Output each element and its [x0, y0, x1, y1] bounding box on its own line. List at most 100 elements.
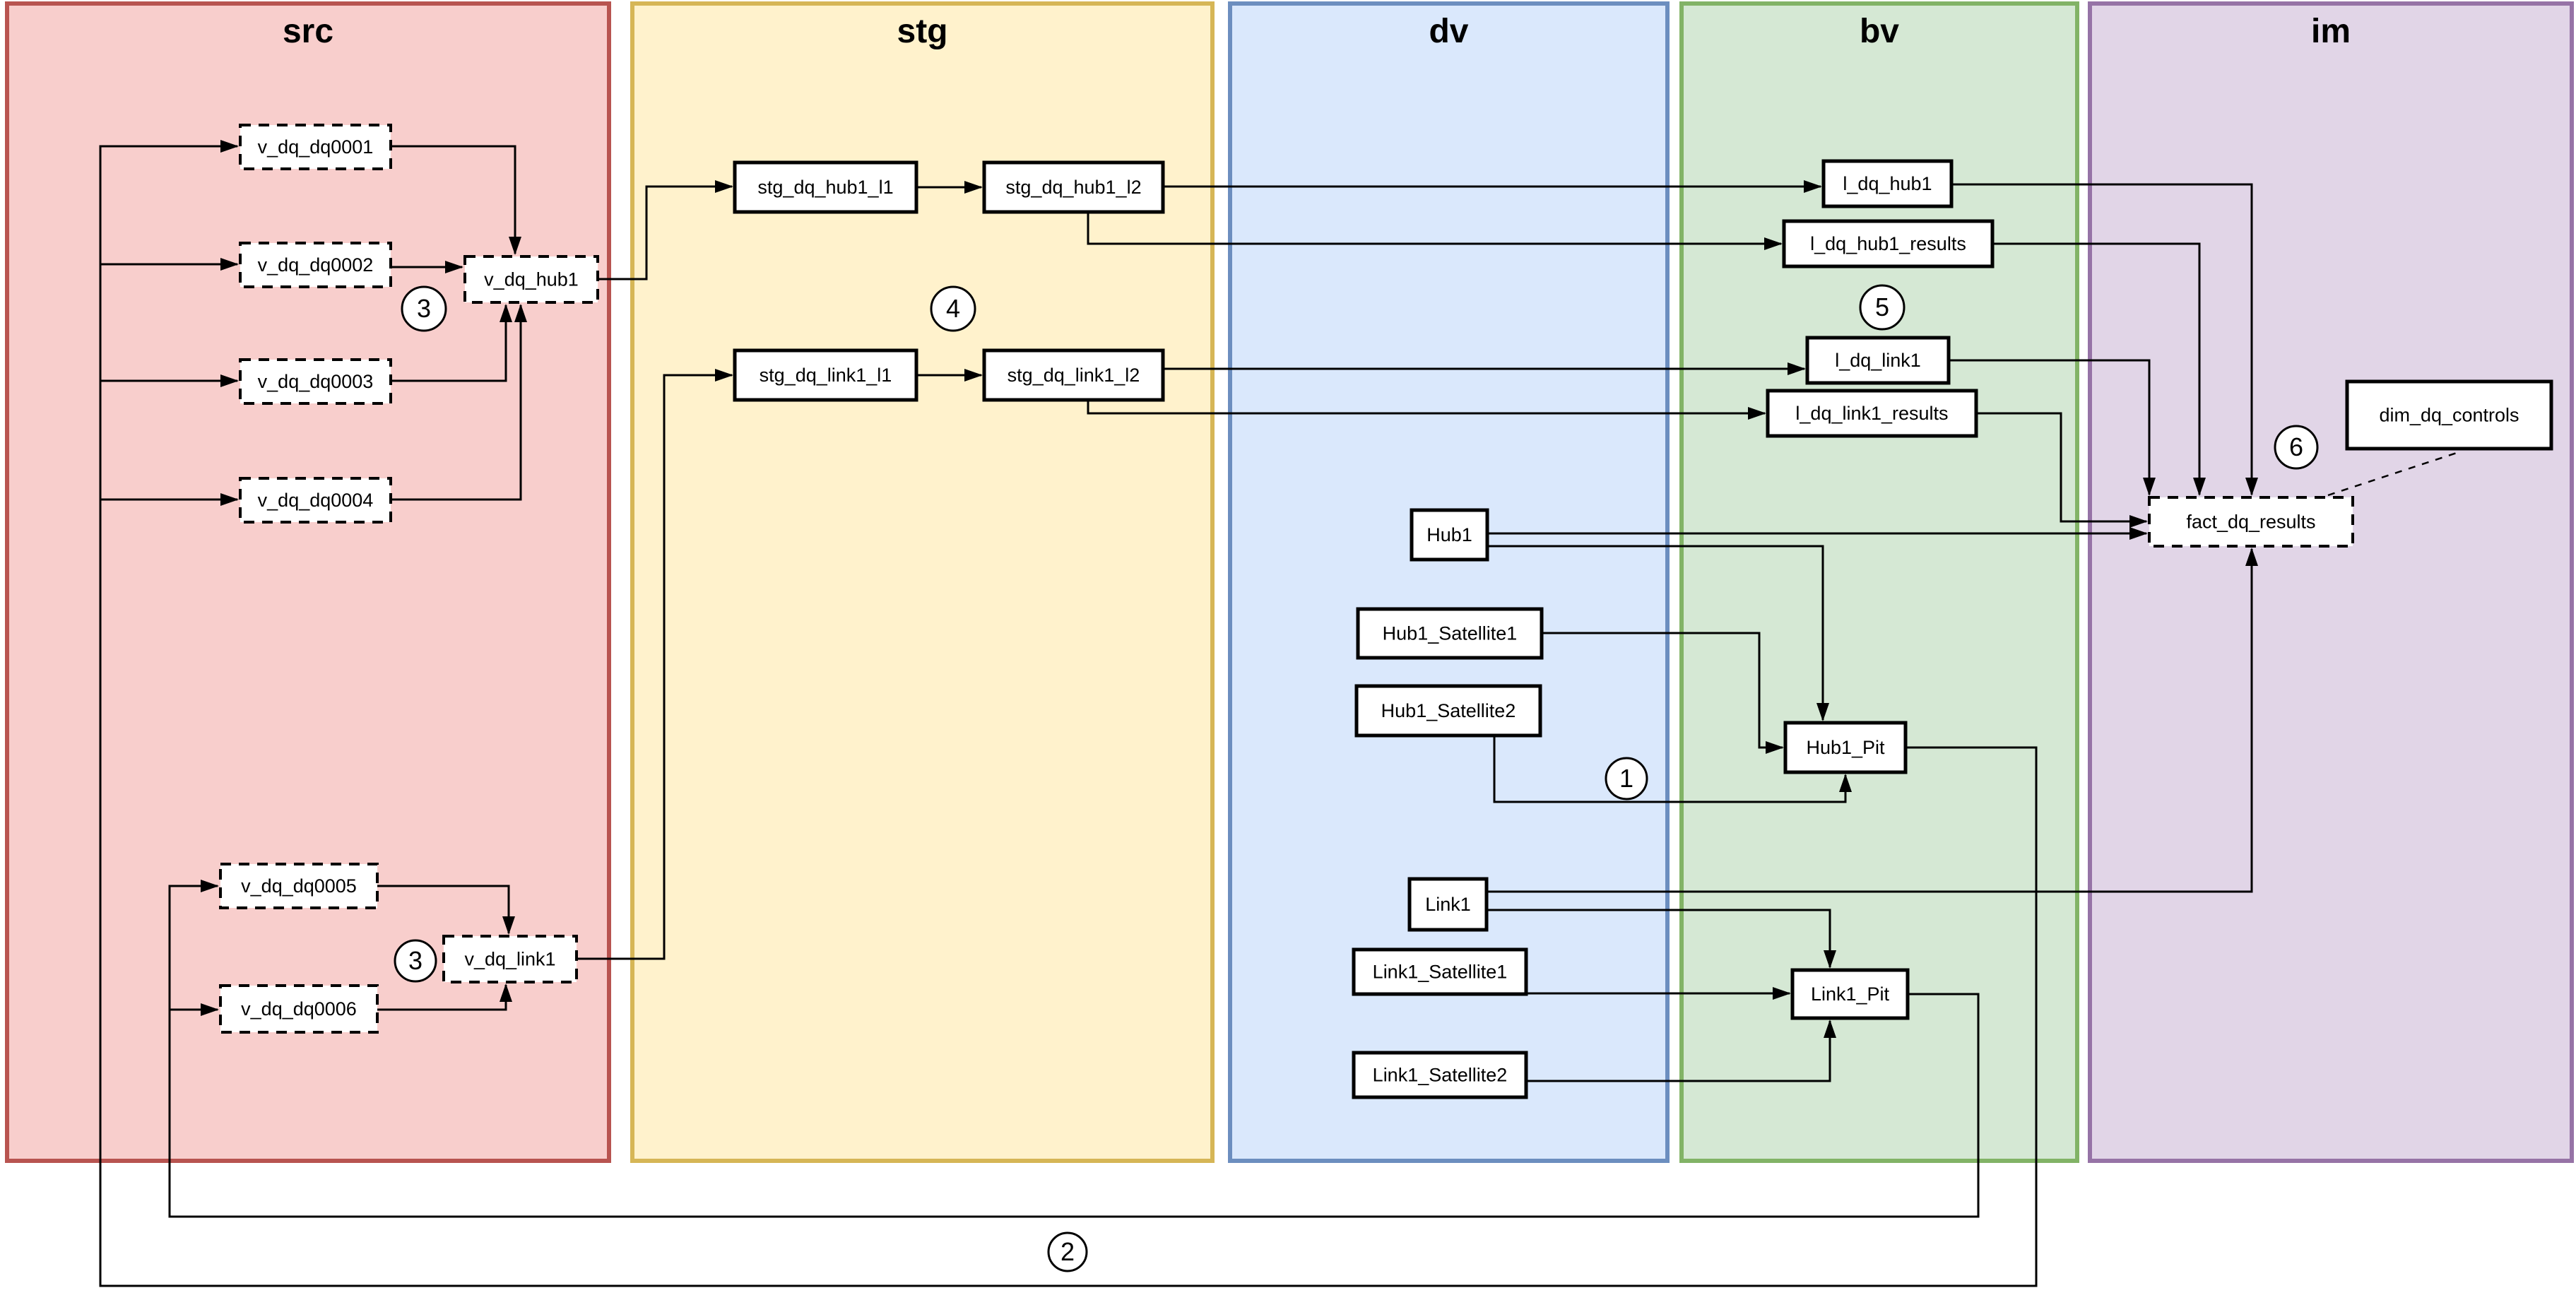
node-stg_dq_hub1_l2[interactable]	[982, 160, 1165, 214]
node-v_dq_dq0006[interactable]	[219, 984, 379, 1034]
node-label-Hub1_Satellite2: Hub1_Satellite2	[1381, 700, 1516, 721]
edge-vdqdq0003-to-vdqhub1-bottom	[391, 304, 512, 382]
edge-stgdqlink1l2-to-ldqlink1results	[1087, 400, 1766, 420]
node-v_dq_link1[interactable]	[442, 935, 578, 983]
edge-dimdqcontrols-to-fact-dashed	[2327, 451, 2459, 497]
badge-number-4: 4	[946, 294, 960, 323]
node-stg_dq_hub1_l1[interactable]	[733, 160, 918, 214]
node-stg_dq_link1_l1[interactable]	[733, 348, 918, 402]
node-label-Hub1_Satellite1: Hub1_Satellite1	[1383, 623, 1518, 644]
node-v_dq_dq0002[interactable]	[239, 242, 392, 288]
edge-stgdqhub1l2-to-ldqhub1results	[1087, 212, 1783, 250]
node-v_dq_dq0003[interactable]	[239, 358, 392, 405]
lane-title-src: src	[283, 13, 333, 50]
node-label-l_dq_hub1_results: l_dq_hub1_results	[1810, 233, 1966, 254]
node-l_dq_link1[interactable]	[1805, 336, 1951, 385]
edge-vdqdq0001-to-vdqhub1-top	[391, 145, 521, 255]
edge-vdqhub1-to-stgdqhub1l1	[598, 180, 733, 280]
node-dim_dq_controls[interactable]	[2345, 379, 2553, 451]
node-Hub1_Satellite2[interactable]	[1354, 684, 1542, 738]
node-Link1[interactable]	[1407, 877, 1489, 932]
badge-number-3: 3	[408, 946, 423, 975]
edge-hub1-to-hub1pit-top	[1487, 545, 1829, 721]
badge-circle-2	[1047, 1231, 1088, 1272]
edge-link1satellite2-to-link1pit-bottom	[1526, 1020, 1836, 1082]
node-l_dq_hub1[interactable]	[1821, 159, 1954, 208]
lane-title-dv: dv	[1429, 13, 1468, 50]
node-v_dq_dq0005[interactable]	[219, 863, 379, 909]
node-label-v_dq_dq0001: v_dq_dq0001	[258, 136, 374, 158]
edge-link1pit-feedback-to-src-trunk2	[168, 880, 1980, 1218]
badge-circle-6	[2274, 425, 2319, 470]
edge-ldqhub1results-to-fact-top	[1992, 242, 2206, 496]
badge-circle-3	[394, 939, 437, 983]
node-label-stg_dq_link1_l2: stg_dq_link1_l2	[1008, 365, 1140, 386]
badge-number-6: 6	[2289, 432, 2303, 461]
node-label-stg_dq_hub1_l2: stg_dq_hub1_l2	[1005, 177, 1141, 198]
node-stg_dq_link1_l2[interactable]	[982, 348, 1165, 402]
node-l_dq_hub1_results[interactable]	[1782, 219, 1995, 268]
node-label-v_dq_dq0004: v_dq_dq0004	[258, 490, 374, 511]
edge-hub1pit-feedback-to-src-trunk1	[99, 140, 2038, 1287]
badge-circle-5	[1859, 284, 1906, 331]
node-Hub1[interactable]	[1410, 508, 1489, 562]
edge-ldqhub1-to-fact-top	[1951, 183, 2258, 496]
node-label-Hub1_Pit: Hub1_Pit	[1806, 737, 1885, 758]
edge-hub1satellite1-to-hub1pit-left	[1542, 632, 1784, 754]
node-v_dq_hub1[interactable]	[463, 255, 599, 304]
node-label-v_dq_dq0003: v_dq_dq0003	[258, 371, 374, 392]
node-label-fact_dq_results: fact_dq_results	[2186, 512, 2315, 533]
node-v_dq_dq0001[interactable]	[239, 124, 392, 170]
edge-link1-to-link1pit-top	[1487, 909, 1836, 969]
lane-title-stg: stg	[897, 13, 948, 50]
edge-vdqdq0006-to-vdqlink1-bottom	[377, 983, 512, 1011]
node-l_dq_link1_results[interactable]	[1766, 389, 1978, 438]
node-label-dim_dq_controls: dim_dq_controls	[2379, 405, 2519, 426]
swimlanes: src stg dv bv im	[5, 1, 2574, 1163]
node-label-v_dq_link1: v_dq_link1	[464, 949, 555, 970]
badge-number-1: 1	[1619, 764, 1633, 793]
badge-circle-4	[930, 285, 976, 332]
node-label-v_dq_dq0005: v_dq_dq0005	[241, 875, 357, 897]
node-label-l_dq_link1: l_dq_link1	[1835, 350, 1921, 371]
connectors	[99, 140, 2459, 1287]
node-label-Link1: Link1	[1425, 894, 1471, 915]
edge-vdqdq0004-to-vdqhub1-bottom	[391, 304, 527, 501]
node-label-l_dq_hub1: l_dq_hub1	[1843, 173, 1932, 194]
node-label-v_dq_dq0006: v_dq_dq0006	[241, 998, 357, 1020]
node-Link1_Pit[interactable]	[1790, 968, 1910, 1020]
node-label-Link1_Satellite2: Link1_Satellite2	[1373, 1065, 1508, 1086]
lane-title-bv: bv	[1860, 13, 1899, 50]
edge-ldqlink1-to-fact-top	[1949, 359, 2156, 496]
node-Hub1_Satellite1[interactable]	[1356, 607, 1544, 660]
entity-boxes: v_dq_dq0001 v_dq_dq0002 v_dq_dq0003 v_dq_dq…	[219, 124, 2553, 1099]
edge-ldqlink1results-to-fact-left	[1976, 412, 2148, 528]
node-label-stg_dq_link1_l1: stg_dq_link1_l1	[760, 365, 892, 386]
edge-vdqdq0005-to-vdqlink1-top	[377, 885, 515, 935]
node-label-stg_dq_hub1_l1: stg_dq_hub1_l1	[757, 177, 893, 198]
edge-hub1satellite2-to-hub1pit-bottom	[1493, 735, 1852, 803]
badge-circle-1	[1605, 757, 1648, 800]
badge-number-2: 2	[1060, 1237, 1075, 1266]
node-v_dq_dq0004[interactable]	[239, 477, 392, 524]
node-label-v_dq_hub1: v_dq_hub1	[484, 269, 579, 290]
lane-title-im: im	[2311, 13, 2351, 50]
lane-dv	[1228, 1, 1670, 1163]
node-label-v_dq_dq0002: v_dq_dq0002	[258, 254, 374, 276]
node-label-Link1_Satellite1: Link1_Satellite1	[1373, 962, 1508, 983]
node-label-Link1_Pit: Link1_Pit	[1811, 983, 1890, 1005]
edge-link1-to-fact-bottom	[1487, 548, 2258, 893]
node-label-Hub1: Hub1	[1426, 524, 1472, 545]
node-Link1_Satellite1[interactable]	[1352, 947, 1528, 996]
lane-im	[2088, 1, 2574, 1163]
badge-number-3: 3	[417, 294, 431, 323]
node-Hub1_Pit[interactable]	[1783, 721, 1908, 774]
edge-vdqlink1-to-stgdqlink1l1	[577, 369, 733, 960]
node-label-l_dq_link1_results: l_dq_link1_results	[1795, 403, 1948, 424]
node-Link1_Satellite2[interactable]	[1352, 1051, 1528, 1099]
node-fact_dq_results[interactable]	[2148, 496, 2354, 548]
step-number-badges: 3 4 5 3 1 2 6	[394, 284, 2319, 1272]
badge-number-5: 5	[1875, 292, 1889, 321]
